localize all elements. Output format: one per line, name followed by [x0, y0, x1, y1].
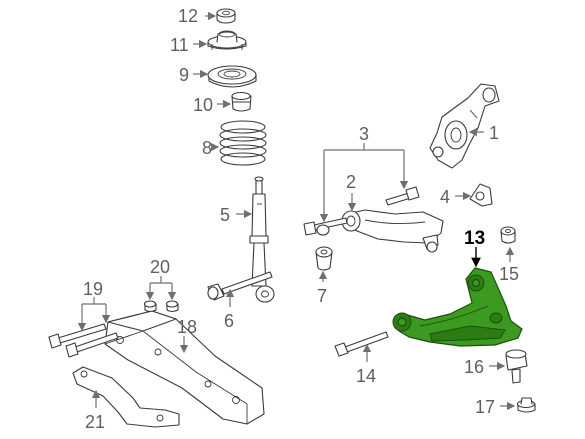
- callout-10: 10: [193, 95, 213, 115]
- callout-numbers: 12 11 9 10 8 5 6 7 2 3 1 4 15 13 16 17 1…: [83, 6, 519, 432]
- part-21-brace[interactable]: [72, 366, 180, 428]
- callout-1: 1: [489, 123, 499, 143]
- callout-18: 18: [177, 317, 197, 337]
- part-20-nuts[interactable]: [143, 300, 179, 313]
- part-10-bump-stop[interactable]: [231, 91, 252, 112]
- callout-14: 14: [356, 366, 376, 386]
- callout-15: 15: [499, 264, 519, 284]
- callout-12: 12: [178, 6, 198, 26]
- callout-17: 17: [475, 397, 495, 417]
- part-5-strut[interactable]: [249, 176, 275, 303]
- part-9-spring-insulator[interactable]: [207, 65, 257, 88]
- callout-9: 9: [179, 65, 189, 85]
- callout-8: 8: [202, 138, 212, 158]
- part-15-bushing[interactable]: [500, 226, 516, 244]
- part-18-crossmember[interactable]: [104, 310, 265, 425]
- part-3-bolts[interactable]: [303, 186, 420, 236]
- callout-20: 20: [150, 257, 170, 277]
- callout-16: 16: [464, 357, 484, 377]
- callout-4: 4: [440, 187, 450, 207]
- part-14-bolt[interactable]: [334, 331, 389, 357]
- part-19-bolts[interactable]: [48, 323, 119, 358]
- part-2-upper-control-arm[interactable]: [341, 209, 444, 253]
- part-17-nut[interactable]: [516, 397, 536, 413]
- callout-19: 19: [83, 279, 103, 299]
- callout-11: 11: [170, 35, 189, 55]
- callout-3: 3: [359, 124, 369, 144]
- part-11-strut-mount[interactable]: [207, 30, 247, 50]
- callout-21: 21: [85, 412, 105, 432]
- part-12-nut[interactable]: [216, 8, 236, 24]
- callout-6: 6: [224, 311, 234, 331]
- callout-7: 7: [317, 286, 327, 306]
- part-6-bolt[interactable]: [207, 271, 273, 301]
- part-16-ball-joint[interactable]: [505, 349, 528, 384]
- part-7-bushing[interactable]: [315, 246, 333, 271]
- callout-5: 5: [220, 205, 230, 225]
- callout-13: 13: [464, 228, 485, 249]
- part-13-lower-control-arm[interactable]: [392, 267, 523, 347]
- leader-lines: [77, 11, 516, 411]
- part-1-steering-knuckle[interactable]: [429, 83, 500, 169]
- part-8-coil-spring[interactable]: [219, 120, 267, 166]
- callout-2: 2: [346, 172, 356, 192]
- part-4-bracket[interactable]: [469, 183, 493, 207]
